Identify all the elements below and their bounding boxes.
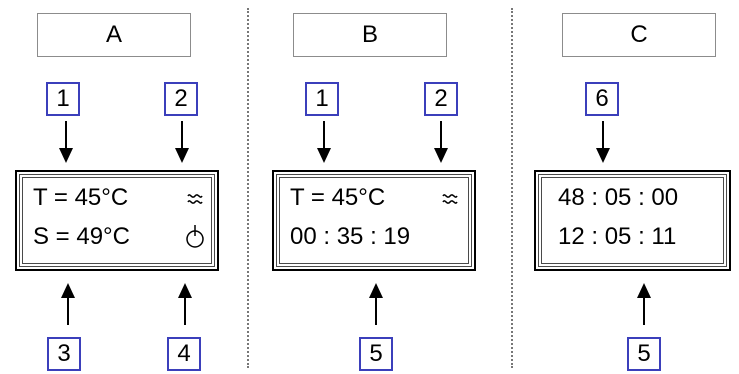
power-icon <box>186 225 204 248</box>
arrow-down-1 <box>317 121 331 163</box>
number-box-5: 5 <box>627 337 661 371</box>
arrow-down-2 <box>434 121 448 163</box>
number-box-2: 2 <box>424 82 458 116</box>
number-box-4: 4 <box>167 337 201 371</box>
display-c-line-2: 12 : 05 : 11 <box>558 223 677 250</box>
display-b: T = 45°C 00 : 35 : 19 <box>272 170 476 271</box>
panel-label-b: B <box>293 13 447 57</box>
display-a-line-1: T = 45°C <box>33 184 129 211</box>
divider-1 <box>247 8 249 368</box>
arrow-down-1 <box>59 121 73 163</box>
divider-2 <box>511 8 513 368</box>
number-box-6: 6 <box>585 82 619 116</box>
arrow-down-2 <box>175 121 189 163</box>
arrow-up-3 <box>61 283 75 325</box>
display-c-line-1: 48 : 05 : 00 <box>558 184 679 211</box>
panel-label-c: C <box>562 13 716 57</box>
wave-icon <box>442 194 458 204</box>
arrow-up-5 <box>637 283 651 325</box>
number-box-2: 2 <box>164 82 198 116</box>
number-box-1: 1 <box>46 82 80 116</box>
number-box-5: 5 <box>359 337 393 371</box>
arrow-down-6 <box>596 121 610 163</box>
arrow-up-4 <box>178 283 192 325</box>
display-a-line-2: S = 49°C <box>33 223 130 250</box>
number-box-3: 3 <box>47 337 81 371</box>
panel-label-a: A <box>37 13 191 57</box>
wave-icon <box>187 194 203 204</box>
display-b-line-1: T = 45°C <box>290 184 386 211</box>
number-box-1: 1 <box>305 82 339 116</box>
display-c: 48 : 05 : 00 12 : 05 : 11 <box>534 170 731 271</box>
display-a: T = 45°C S = 49°C <box>15 170 219 271</box>
arrow-up-5 <box>369 283 383 325</box>
display-b-line-2: 00 : 35 : 19 <box>290 223 411 250</box>
